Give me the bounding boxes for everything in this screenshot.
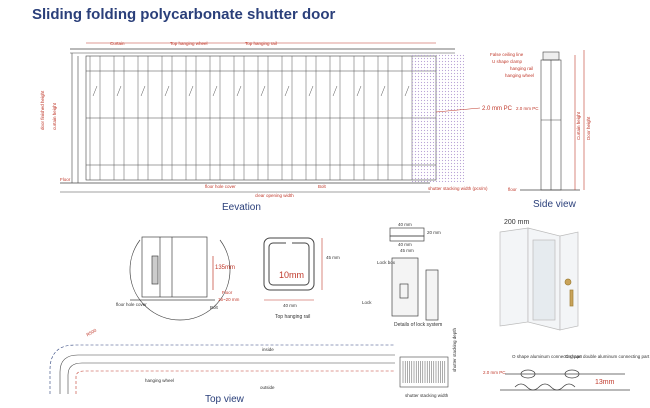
label-lock-box: Lock box — [377, 260, 396, 265]
connector-drawing — [500, 369, 630, 391]
label-lock-40b: 40 mm — [398, 242, 412, 247]
top-view-drawing — [49, 344, 449, 394]
panel-glare-line — [284, 85, 290, 97]
label-lock-45: 45 mm — [400, 248, 414, 253]
label-rail-45mm: 45 mm — [326, 255, 340, 260]
caption-elevation: Eevation — [222, 202, 261, 213]
top-view-stack — [402, 361, 446, 383]
label-lock: Lock — [362, 300, 372, 305]
side-view-drawing — [520, 50, 585, 191]
page-title: Sliding folding polycarbonate shutter do… — [32, 6, 336, 23]
label-135mm: 135mm — [215, 265, 236, 271]
label-floor-hole: floor hole cover — [205, 184, 236, 189]
label-detail-bolt: Bolt — [210, 305, 218, 310]
label-rail-10mm: 10mm — [279, 270, 305, 280]
panel-glare-line — [380, 85, 386, 97]
panel-glare-line — [260, 85, 266, 97]
label-curtain: Curtain — [110, 41, 125, 46]
label-rail-40mm: 40 mm — [283, 303, 297, 308]
door-photo — [499, 227, 579, 331]
label-u-clamp: U shape clamp — [492, 59, 523, 64]
label-top-wheel: Top hanging wheel — [170, 41, 208, 46]
panel-glare-line — [236, 85, 242, 97]
label-stack-width: shutter stacking width — [405, 393, 449, 398]
label-wheel: hanging wheel — [145, 378, 175, 383]
label-top-rail: Top hanging rail — [245, 41, 277, 46]
label-pc: 2.0 mm PC — [482, 106, 513, 112]
lock-detail — [389, 227, 439, 321]
label-side-pc: 2.0 mm PC — [516, 106, 539, 111]
label-outside: outside — [260, 385, 275, 390]
label-side-floor: floor — [508, 187, 517, 192]
label-stack-depth: shutter stacking depth — [452, 327, 457, 372]
panel-glare-line — [404, 85, 410, 97]
label-lock-20: 20 mm — [427, 230, 441, 235]
floor-bolt-detail — [129, 236, 231, 321]
top-rail-detail — [263, 237, 323, 301]
label-false-ceiling: False ceiling line — [490, 52, 524, 57]
label-conn-13mm: 13mm — [595, 379, 615, 386]
panel-glare-line — [164, 85, 170, 97]
label-stacking: shutter stacking width (pcs/m) — [428, 186, 488, 191]
panel-glare-line — [332, 85, 338, 97]
stacked-panels — [412, 54, 464, 182]
label-photo-200: 200 mm — [504, 219, 530, 226]
elevation-drawing — [60, 42, 455, 193]
label-side-curtain-height: Curtain height — [576, 111, 581, 140]
label-floor-range: 15~20 mm — [218, 297, 240, 302]
label-hang-rail: hanging rail — [510, 66, 534, 71]
panel-glare-line — [212, 85, 218, 97]
label-hang-wheel: hanging wheel — [505, 73, 535, 78]
panel-glare-line — [92, 85, 98, 97]
label-detail-floor: Floor — [222, 290, 233, 295]
label-o-shape: O shape aluminum connecting part — [512, 354, 582, 359]
elevation-panels — [89, 56, 413, 180]
label-curtain-height: curtain height — [52, 102, 57, 130]
caption-top-view: Top view — [205, 394, 244, 405]
label-side-door-height: Door height — [586, 116, 591, 140]
label-bolt: Bolt — [318, 184, 326, 189]
label-detail-floor-hole: floor hole cover — [116, 302, 147, 307]
label-c-shape: C shape double aluminum connecting part — [565, 354, 650, 359]
label-conn-pc: 2.0 mm PC — [483, 370, 506, 375]
caption-side-view: Side view — [533, 199, 576, 210]
panel-glare-line — [116, 85, 122, 97]
panel-glare-line — [308, 85, 314, 97]
label-clear-width: clear opening width — [255, 193, 294, 198]
label-lock-caption: Details of lock system — [394, 322, 443, 328]
panel-glare-line — [188, 85, 194, 97]
panel-glare-line — [140, 85, 146, 97]
panel-glare-line — [356, 85, 362, 97]
label-lock-40a: 40 mm — [398, 222, 412, 227]
label-door-height: door finished height — [40, 90, 45, 130]
label-inside: inside — [262, 347, 274, 352]
label-floor: Floor — [60, 177, 71, 182]
label-rail-caption: Top hanging rail — [275, 314, 311, 320]
